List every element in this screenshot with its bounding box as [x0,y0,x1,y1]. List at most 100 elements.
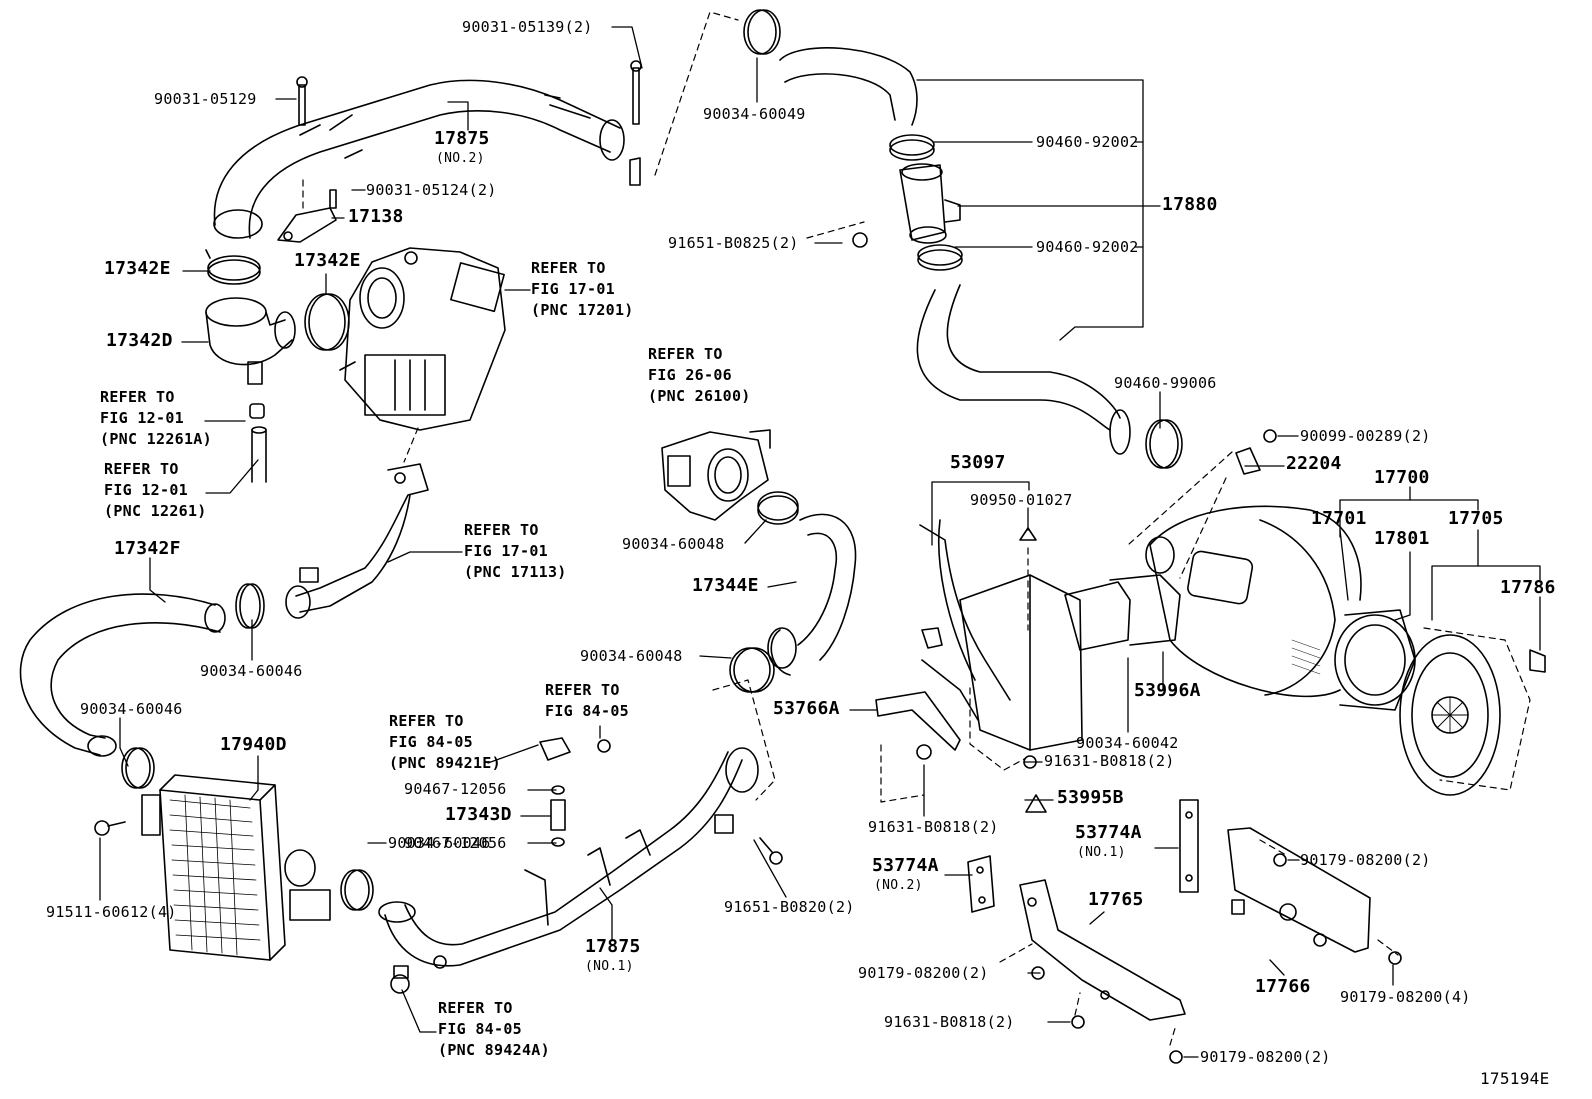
part-label-22204: 22204 [1286,453,1342,474]
part-label-90179-08200-d: 90179-08200(2) [1200,1048,1331,1066]
refer-line-2: FIG 84-05 [545,702,629,720]
air-cleaner-17700 [1145,505,1546,796]
part-label-91631-b0818-b: 91631-B0818(2) [868,818,999,836]
refer-line-1: REFER TO [100,388,175,406]
part-label-17786: 17786 [1500,577,1556,598]
turbocharger-assembly [339,247,506,431]
part-label-91511-60612: 91511-60612(4) [46,903,177,921]
refer-line-1: REFER TO [545,681,620,699]
part-sublabel-53774a-no2: (NO.2) [874,878,923,893]
part-label-90034-60042: 90034-60042 [1076,734,1179,752]
refer-line-1: REFER TO [389,712,464,730]
part-label-90034-60049: 90034-60049 [703,105,806,123]
bolt-91651-b0820 [759,837,783,865]
part-label-17342e-center: 17342E [294,250,361,271]
part-label-90034-60048-b: 90034-60048 [580,647,683,665]
clamp-90034-60048 [729,491,799,693]
plate-17766 [1227,827,1371,953]
part-label-91631-b0818-c: 91631-B0818(2) [884,1013,1015,1031]
part-label-17700: 17700 [1374,467,1430,488]
pipe-17875-no1 [378,747,759,969]
clamp-17342e-center [304,293,350,351]
dashed-lines [302,11,1531,1046]
intercooler-17940d [141,774,331,961]
refer-line-2: FIG 26-06 [648,366,732,384]
part-label-17766: 17766 [1255,976,1311,997]
part-label-90179-08200-c: 90179-08200(4) [1340,988,1471,1006]
part-label-90467-12056-b: 90467-12056 [404,834,507,852]
part-label-53774a-no2: 53774A [872,855,939,876]
throttle-body [661,429,771,521]
refer-line-2: FIG 17-01 [464,542,548,560]
refer-line-3: (PNC 17113) [464,563,567,581]
bolt-91511 [94,820,126,836]
bracket-17138 [277,189,337,243]
diagram-id: 175194E [1480,1069,1550,1088]
part-sublabel-53774a-no1: (NO.1) [1077,845,1126,860]
refer-line-2: FIG 84-05 [389,733,473,751]
part-label-53774a-no1: 53774A [1075,822,1142,843]
hose-17342f [19,593,226,757]
part-sublabel-17875-no1: (NO.1) [585,959,634,974]
part-label-17138: 17138 [348,206,404,227]
part-label-17344e: 17344E [692,575,759,596]
refer-line-1: REFER TO [104,460,179,478]
part-label-53995b: 53995B [1057,787,1124,808]
part-label-17880: 17880 [1162,194,1218,215]
pipe-17875-no2 [213,60,642,239]
part-label-90460-99006: 90460-99006 [1114,374,1217,392]
part-label-17342e-left: 17342E [104,258,171,279]
clamp-90034-60046 [121,583,374,911]
part-label-17343d: 17343D [445,804,512,825]
part-label-90031-05129: 90031-05129 [154,90,257,108]
part-label-90034-60046-b: 90034-60046 [80,700,183,718]
part-label-91631-b0818-a: 91631-B0818(2) [1044,752,1175,770]
small-hose [249,403,267,483]
part-label-17875-no2: 17875 [434,128,490,149]
part-label-90034-60046-a: 90034-60046 [200,662,303,680]
hose-17344e [767,513,857,676]
part-label-90034-60048-a: 90034-60048 [622,535,725,553]
part-label-53097: 53097 [950,452,1006,473]
part-label-17765: 17765 [1088,889,1144,910]
bracket-53766a [875,659,979,751]
part-label-17801: 17801 [1374,528,1430,549]
part-sublabel-17875-no2: (NO.2) [436,151,485,166]
refer-line-3: (PNC 89424A) [438,1041,550,1059]
clamp-90460 [743,9,1183,469]
seal-53996a [1064,574,1181,651]
part-label-53996a: 53996A [1134,680,1201,701]
part-label-91651-b0825: 91651-B0825(2) [668,234,799,252]
refer-line-3: (PNC 12261A) [100,430,212,448]
bracket-17765 [1019,879,1186,1021]
refer-line-1: REFER TO [531,259,606,277]
refer-line-1: REFER TO [464,521,539,539]
connector-17343d [539,737,611,847]
bracket-53774a-no1 [1179,799,1199,893]
refer-line-3: (PNC 89421E) [389,754,501,772]
refer-line-3: (PNC 12261) [104,502,207,520]
small-fasteners [852,232,1402,1064]
part-label-17701: 17701 [1311,508,1367,529]
clamp-17342e-left [205,249,261,285]
part-label-90460-92002-a: 90460-92002 [1036,133,1139,151]
refer-line-2: FIG 84-05 [438,1020,522,1038]
refer-line-3: (PNC 26100) [648,387,751,405]
refer-line-1: REFER TO [438,999,513,1017]
part-label-90467-12056-a: 90467-12056 [404,780,507,798]
part-label-91651-b0820: 91651-B0820(2) [724,898,855,916]
part-label-90179-08200-a: 90179-08200(2) [858,964,989,982]
part-label-90950-01027: 90950-01027 [970,491,1073,509]
part-label-17342d: 17342D [106,330,173,351]
bracket-53774a-no2 [967,855,995,913]
part-label-90031-05124: 90031-05124(2) [366,181,497,199]
part-label-17342f: 17342F [114,538,181,559]
refer-line-1: REFER TO [648,345,723,363]
elbow-17342d [205,297,296,385]
refer-line-2: FIG 12-01 [100,409,184,427]
part-label-53766a: 53766A [773,698,840,719]
sensor-89424a [390,965,410,994]
refer-line-2: FIG 17-01 [531,280,615,298]
